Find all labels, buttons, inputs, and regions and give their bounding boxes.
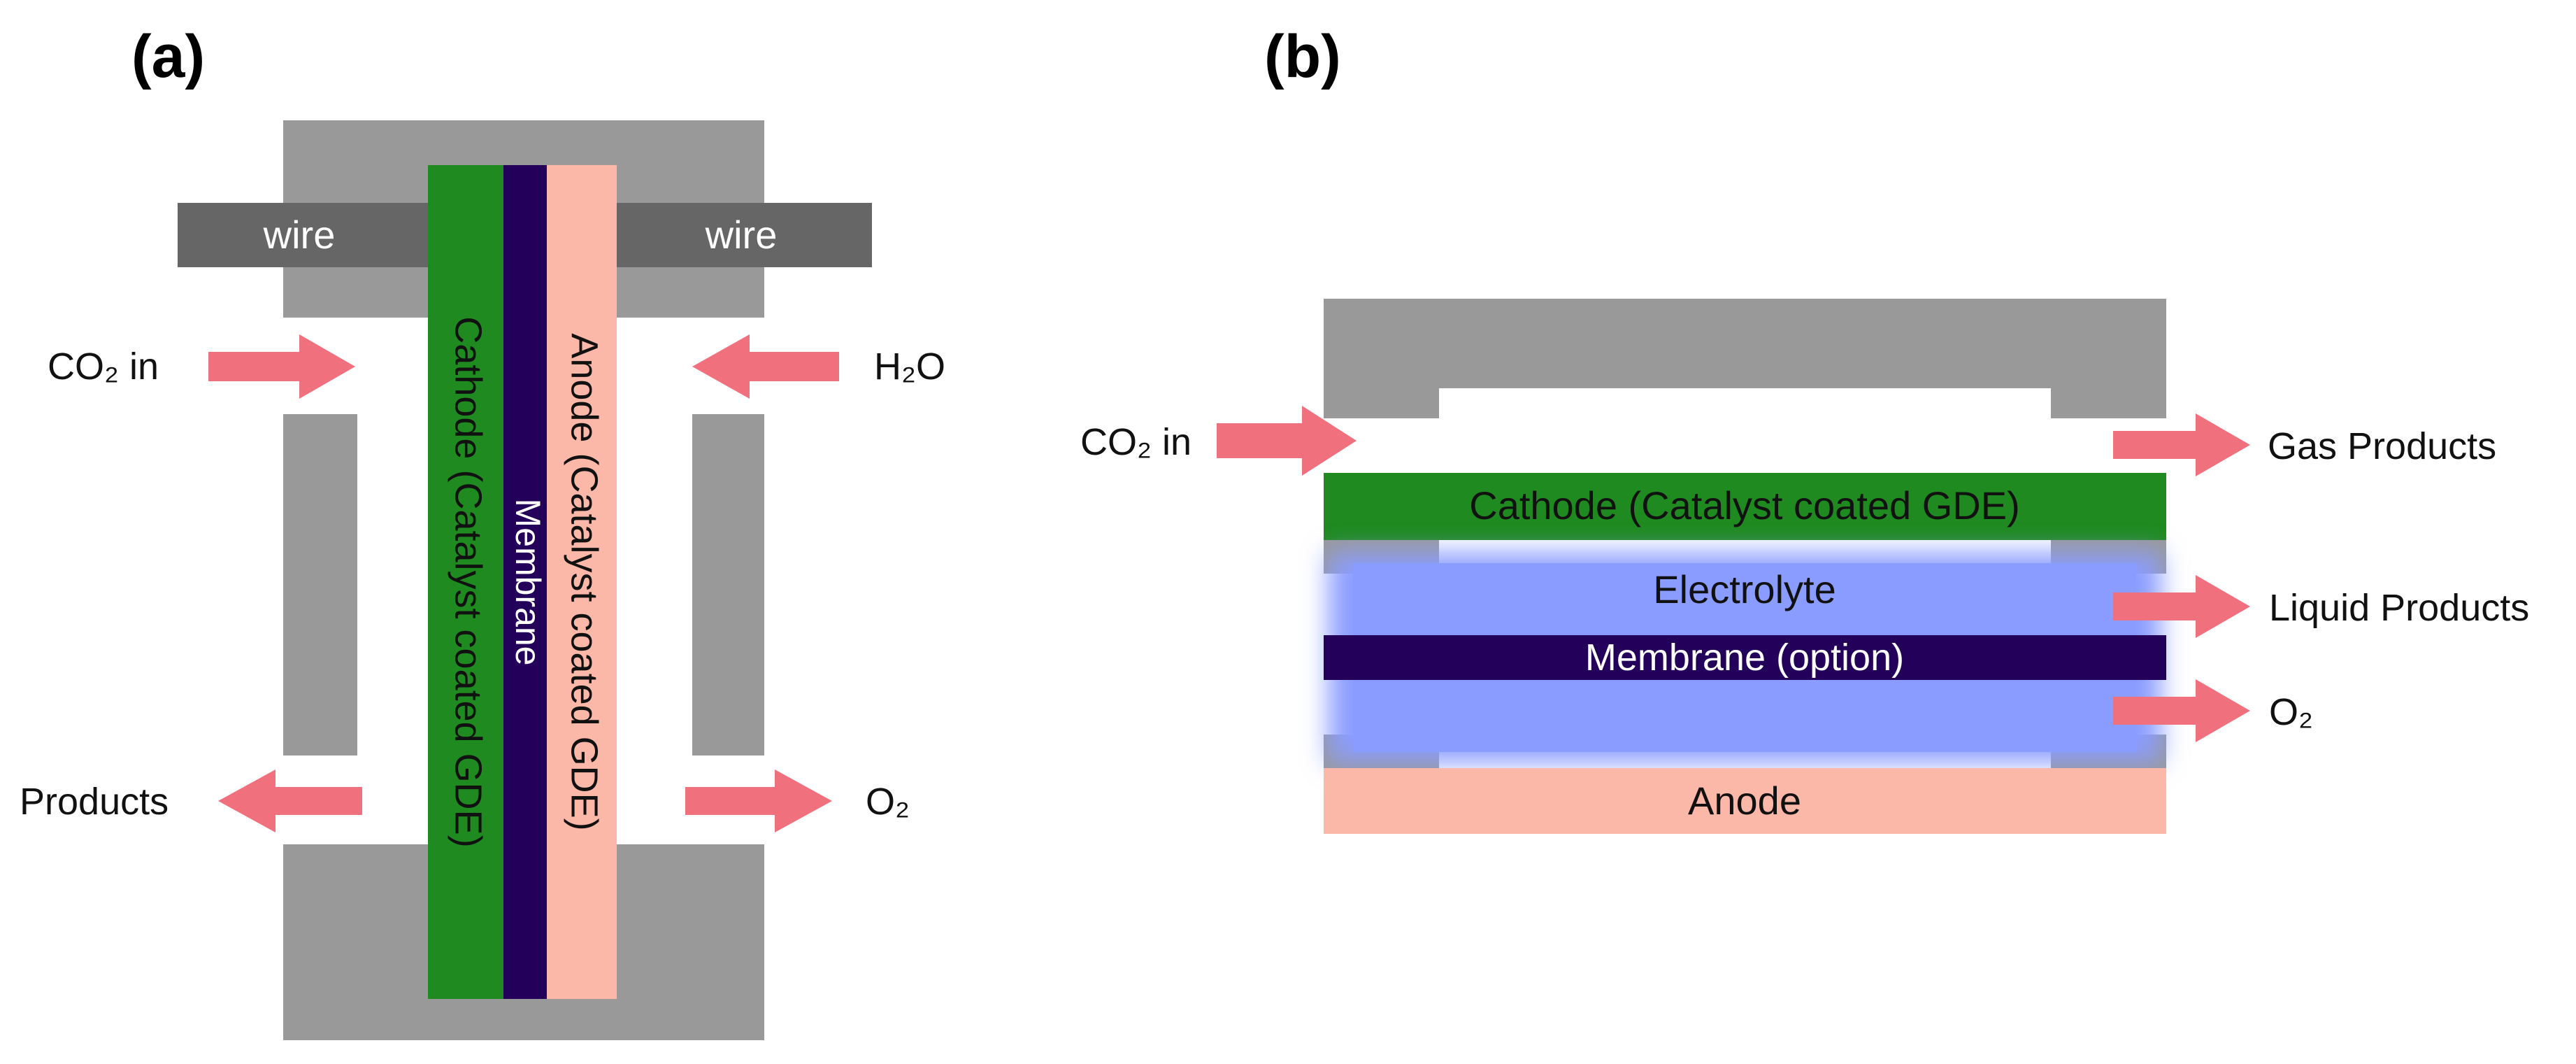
co2-in-arrow-b <box>1217 406 1357 476</box>
cathode-label-b: Cathode (Catalyst coated GDE) <box>1469 483 2019 527</box>
anode-layer-b <box>1324 768 2166 834</box>
co2-in-label-a: CO₂ in <box>48 346 159 388</box>
panel-a: (a) wire wire Cathode (Catalyst coated G… <box>20 23 945 1040</box>
products-arrow <box>218 769 362 832</box>
panel-b: (b) Cathode (Catalyst coated GDE) Electr… <box>1080 23 2529 834</box>
anode-label: Anode (Catalyst coated GDE) <box>564 333 606 830</box>
o2-label-b: O₂ <box>2269 691 2313 733</box>
cathode-label: Cathode (Catalyst coated GDE) <box>448 316 489 847</box>
anode-label-b: Anode <box>1688 779 1801 823</box>
gas-products-arrow <box>2113 413 2250 476</box>
o2-label-a: O₂ <box>866 781 910 823</box>
right-housing-middle <box>692 414 764 756</box>
co2-in-label-b: CO₂ in <box>1080 421 1192 463</box>
o2-arrow-b <box>2113 679 2250 742</box>
anode-layer <box>547 165 617 999</box>
cathode-layer-b <box>1324 473 2166 540</box>
wire-right <box>617 203 872 267</box>
membrane-layer <box>503 165 547 999</box>
membrane-label-b: Membrane (option) <box>1585 637 1904 679</box>
gas-products-label: Gas Products <box>2268 425 2496 467</box>
cathode-layer <box>428 165 503 999</box>
membrane-label: Membrane <box>508 499 548 666</box>
panel-b-label: (b) <box>1264 23 1341 90</box>
left-housing-middle <box>283 414 357 756</box>
wire-left-label: wire <box>263 213 336 257</box>
h2o-label: H₂O <box>874 346 945 388</box>
membrane-layer-b <box>1324 635 2166 680</box>
h2o-arrow <box>692 334 839 399</box>
liquid-products-label: Liquid Products <box>2269 587 2529 629</box>
o2-arrow-a <box>685 769 832 832</box>
wire-right-label: wire <box>705 213 778 257</box>
co2-in-arrow-a <box>208 334 355 399</box>
wire-left <box>178 203 429 267</box>
top-housing-b <box>1324 299 2166 418</box>
liquid-products-arrow <box>2113 575 2250 638</box>
panel-a-label: (a) <box>131 23 205 90</box>
electrolyte-label: Electrolyte <box>1653 567 1836 611</box>
products-label: Products <box>20 781 169 823</box>
